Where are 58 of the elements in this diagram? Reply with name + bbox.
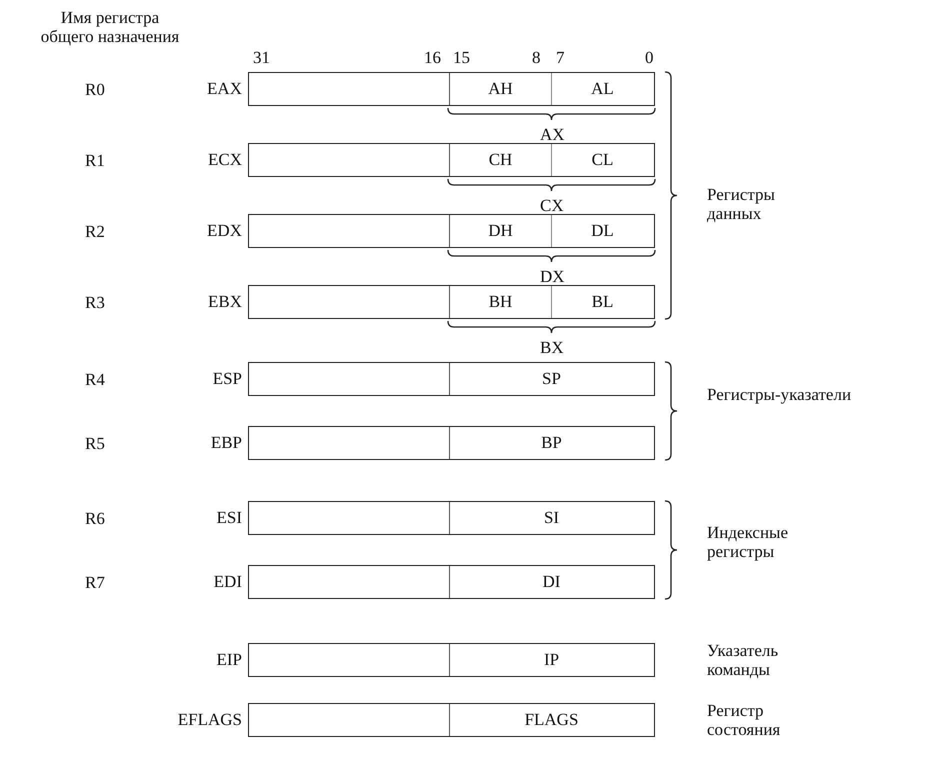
register-number: R2: [85, 222, 105, 241]
register-field: SP: [449, 363, 653, 395]
register-name: EDI: [214, 572, 242, 591]
register-name: ESP: [212, 369, 242, 388]
register-field: BH: [449, 286, 551, 318]
register-name: ECX: [208, 150, 242, 169]
group-label: Индексные регистры: [707, 523, 790, 561]
register-field: DI: [449, 566, 653, 598]
register-bar: [248, 72, 655, 106]
group-label: Регистры-указатели: [707, 385, 852, 404]
register-name: ESI: [216, 508, 242, 527]
register-bar: [248, 143, 655, 177]
register-number: R3: [85, 293, 105, 312]
register-pair-name: CX: [540, 196, 564, 215]
register-bar: [248, 703, 655, 737]
register-number: R1: [85, 151, 105, 170]
register-pair-name: AX: [540, 125, 565, 144]
register-number: R5: [85, 434, 105, 453]
register-field: SI: [449, 502, 653, 534]
register-bar: [248, 501, 655, 535]
register-field: DL: [551, 215, 653, 247]
register-name: EDX: [207, 221, 242, 240]
register-name: EBX: [208, 292, 242, 311]
register-name: EAX: [207, 79, 242, 98]
group-label: Регистры данных: [707, 185, 776, 223]
register-field: CH: [449, 144, 551, 176]
bit-number: 31: [253, 48, 270, 67]
register-bar: [248, 362, 655, 396]
bit-number: 15: [453, 48, 470, 67]
group-label: Регистр состояния: [707, 701, 782, 739]
register-bar: [248, 643, 655, 677]
register-bar: [248, 285, 655, 319]
register-bar: [248, 426, 655, 460]
register-name: EFLAGS: [178, 710, 242, 729]
register-pair-name: BX: [540, 338, 564, 357]
group-label: Указатель команды: [707, 641, 780, 679]
register-field: IP: [449, 644, 653, 676]
register-number: R6: [85, 509, 105, 528]
register-field: CL: [551, 144, 653, 176]
bit-number: 8: [532, 48, 540, 67]
bit-number: 0: [645, 48, 654, 67]
register-field: AH: [449, 73, 551, 105]
register-number: R7: [85, 573, 105, 592]
register-field: AL: [551, 73, 653, 105]
bit-number: 16: [424, 48, 441, 67]
register-bar: [248, 214, 655, 248]
register-pair-name: DX: [540, 267, 565, 286]
register-bar: [248, 565, 655, 599]
bit-number: 7: [556, 48, 564, 67]
register-name: EIP: [216, 650, 242, 669]
register-field: FLAGS: [449, 704, 653, 736]
register-number: R4: [85, 370, 105, 389]
register-field: BP: [449, 427, 653, 459]
register-name: EBP: [210, 433, 242, 452]
column-heading: Имя регистра общего назначения: [40, 8, 180, 46]
register-number: R0: [85, 80, 105, 99]
register-field: BL: [551, 286, 653, 318]
register-field: DH: [449, 215, 551, 247]
